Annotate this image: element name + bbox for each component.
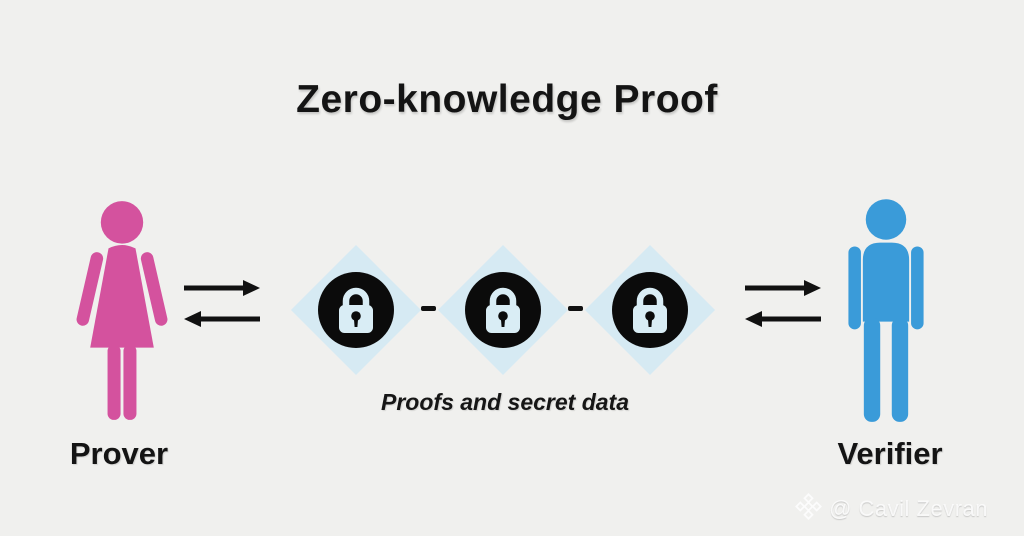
watermark: @ Cavil Zevran [795, 493, 988, 525]
exchange-caption: Proofs and secret data [381, 389, 629, 415]
left-arrow-icon [184, 311, 260, 327]
female-person-icon [69, 201, 175, 428]
proof-lock-node [584, 244, 716, 376]
prover-label: Prover [69, 436, 169, 471]
proof-lock-node [290, 244, 422, 376]
padlock-icon [465, 272, 541, 348]
padlock-icon [318, 272, 394, 348]
watermark-text: @ Cavil Zevran [829, 496, 988, 521]
verifier-label: Verifier [837, 436, 943, 471]
page-title: Zero-knowledge Proof [296, 78, 718, 121]
verifier-exchange-arrows [743, 278, 823, 328]
left-arrow-icon [745, 311, 821, 327]
male-person-icon [833, 199, 939, 430]
right-arrow-icon [745, 280, 821, 296]
chain-dash [568, 306, 583, 311]
binance-diamond-icon [795, 493, 823, 525]
verifier-figure [833, 198, 939, 426]
right-arrow-icon [184, 280, 260, 296]
prover-figure [69, 200, 175, 424]
prover-exchange-arrows [182, 278, 262, 328]
padlock-icon [612, 272, 688, 348]
chain-dash [421, 306, 436, 311]
proof-lock-node [437, 244, 569, 376]
